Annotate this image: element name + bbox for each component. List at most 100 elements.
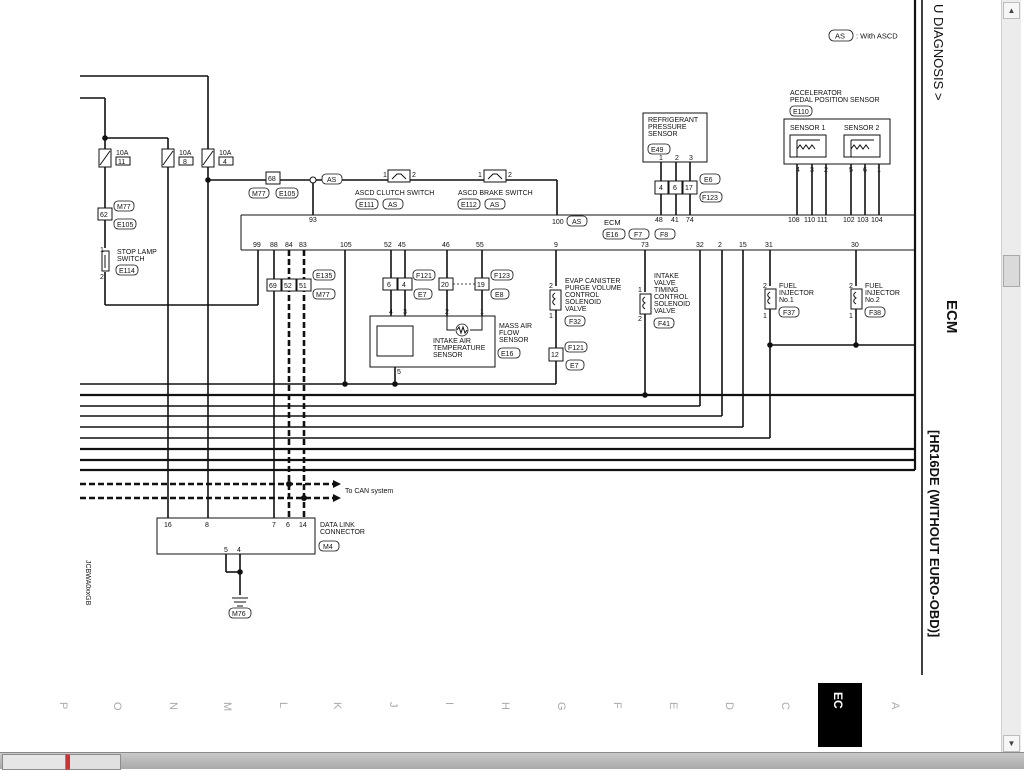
- stop-lamp-switch: 1 2 STOP LAMP SWITCH E114: [100, 247, 157, 281]
- svg-text:SENSOR: SENSOR: [648, 131, 678, 138]
- svg-text:SENSOR: SENSOR: [499, 337, 529, 344]
- section-title: ECM: [943, 300, 960, 333]
- svg-text:CONTROL: CONTROL: [565, 292, 599, 299]
- svg-text:103: 103: [857, 217, 869, 224]
- svg-text:7: 7: [272, 522, 276, 529]
- svg-text:VALVE: VALVE: [654, 280, 676, 287]
- svg-text:N: N: [167, 702, 179, 710]
- svg-text:2: 2: [549, 283, 553, 290]
- svg-text:TEMPERATURE: TEMPERATURE: [433, 345, 486, 352]
- svg-text:1: 1: [763, 313, 767, 320]
- svg-text:M77: M77: [252, 191, 266, 198]
- svg-text:110: 110: [804, 217, 815, 224]
- svg-text:SENSOR 1: SENSOR 1: [790, 125, 826, 132]
- svg-text:88: 88: [270, 242, 278, 249]
- ecm-box: ECM E16 F7 F8: [240, 214, 915, 251]
- svg-text:E135: E135: [316, 273, 332, 280]
- svg-text:AS: AS: [490, 202, 500, 209]
- svg-text:M4: M4: [323, 544, 333, 551]
- can-label: To CAN system: [345, 488, 393, 495]
- svg-text:4: 4: [659, 185, 663, 192]
- svg-text:2: 2: [638, 316, 642, 323]
- svg-text:VALVE: VALVE: [565, 306, 587, 313]
- svg-text:45: 45: [398, 242, 406, 249]
- svg-text:12: 12: [551, 352, 559, 359]
- svg-text:INTAKE: INTAKE: [654, 273, 679, 280]
- svg-text:8: 8: [183, 159, 187, 166]
- svg-text:105: 105: [340, 242, 352, 249]
- svg-text:62: 62: [100, 212, 108, 219]
- svg-text:9: 9: [554, 242, 558, 249]
- column-letters: P O N M L K J I H G F E D C A: [57, 702, 901, 711]
- svg-text:F121: F121: [568, 345, 584, 352]
- svg-text:F121: F121: [416, 273, 432, 280]
- svg-text:E16: E16: [501, 351, 514, 358]
- svg-text:19: 19: [477, 282, 485, 289]
- figure-code: JCBWA0xxGB: [84, 560, 91, 606]
- svg-text:31: 31: [765, 242, 773, 249]
- ascd-brake-switch: 1 2 ASCD BRAKE SWITCH E112 AS: [457, 169, 533, 210]
- svg-text:M: M: [221, 702, 233, 711]
- scroll-up-button[interactable]: ▲: [1003, 2, 1020, 19]
- svg-text:10A: 10A: [179, 150, 192, 157]
- svg-text:F123: F123: [702, 195, 718, 202]
- svg-text:74: 74: [686, 217, 694, 224]
- svg-text:6: 6: [387, 282, 391, 289]
- svg-text:M77: M77: [316, 292, 330, 299]
- vertical-scrollbar[interactable]: [1001, 0, 1021, 752]
- svg-text:16: 16: [164, 522, 172, 529]
- svg-text:SOLENOID: SOLENOID: [654, 301, 690, 308]
- svg-text:108: 108: [788, 217, 800, 224]
- svg-text:E105: E105: [279, 191, 295, 198]
- svg-text:51: 51: [299, 283, 307, 290]
- svg-text:1: 1: [549, 313, 553, 320]
- scroll-thumb[interactable]: [1003, 255, 1020, 287]
- svg-text:69: 69: [269, 283, 277, 290]
- svg-text:11: 11: [118, 159, 125, 166]
- intake-valve-timing-solenoid: 1 2 INTAKE VALVE TIMING CONTROL SOLENOID…: [638, 273, 690, 329]
- svg-text:EC: EC: [831, 692, 845, 709]
- svg-text:No.2: No.2: [865, 297, 880, 304]
- svg-text:E7: E7: [418, 292, 427, 299]
- svg-text:1: 1: [849, 313, 853, 320]
- svg-text:ECM: ECM: [604, 218, 621, 227]
- svg-text:111: 111: [817, 217, 828, 224]
- svg-text:2: 2: [763, 283, 767, 290]
- svg-text:32: 32: [696, 242, 704, 249]
- svg-text:5: 5: [224, 547, 228, 554]
- svg-text:TIMING: TIMING: [654, 287, 679, 294]
- svg-text:52: 52: [384, 242, 392, 249]
- svg-text:E8: E8: [495, 292, 504, 299]
- svg-text:MASS AIR: MASS AIR: [499, 323, 532, 330]
- svg-text:2: 2: [849, 283, 853, 290]
- svg-text:14: 14: [299, 522, 307, 529]
- svg-text:PRESSURE: PRESSURE: [648, 124, 687, 131]
- svg-text:AS: AS: [835, 32, 845, 41]
- svg-text:E105: E105: [117, 222, 133, 229]
- svg-text:30: 30: [851, 242, 859, 249]
- ascd-clutch-switch: 1 2 ASCD CLUTCH SWITCH E111 AS: [355, 169, 434, 210]
- svg-text:AS: AS: [572, 219, 582, 226]
- svg-text:AS: AS: [327, 177, 337, 184]
- ecm-pins-bottom: 99 88 84 83 105 52 45 46 55 9 73 32 2 15…: [253, 242, 859, 249]
- data-link-connector: 16 8 7 6 14 5 4 DATA LINK CONNECTOR M4: [156, 517, 365, 555]
- section-tab[interactable]: [818, 683, 862, 747]
- svg-text:E6: E6: [704, 177, 713, 184]
- svg-text:6: 6: [673, 185, 677, 192]
- svg-text:2: 2: [412, 172, 416, 179]
- svg-text:E114: E114: [119, 268, 135, 275]
- svg-text:6: 6: [286, 522, 290, 529]
- svg-text:PEDAL POSITION SENSOR: PEDAL POSITION SENSOR: [790, 97, 880, 104]
- svg-text:46: 46: [442, 242, 450, 249]
- svg-text:48: 48: [655, 217, 663, 224]
- svg-text:52: 52: [284, 283, 292, 290]
- svg-text:3: 3: [403, 309, 407, 316]
- svg-text:INJECTOR: INJECTOR: [865, 290, 900, 297]
- svg-text:ASCD BRAKE SWITCH: ASCD BRAKE SWITCH: [458, 190, 533, 197]
- refrigerant-pressure-sensor: REFRIGERANT PRESSURE SENSOR E49 1 2 3: [642, 112, 708, 163]
- svg-text:P: P: [57, 702, 69, 709]
- connector-f123-e8: 20 19 F123 E8: [438, 269, 514, 300]
- scroll-down-button[interactable]: ▼: [1003, 735, 1020, 752]
- taskbar: [0, 752, 1024, 769]
